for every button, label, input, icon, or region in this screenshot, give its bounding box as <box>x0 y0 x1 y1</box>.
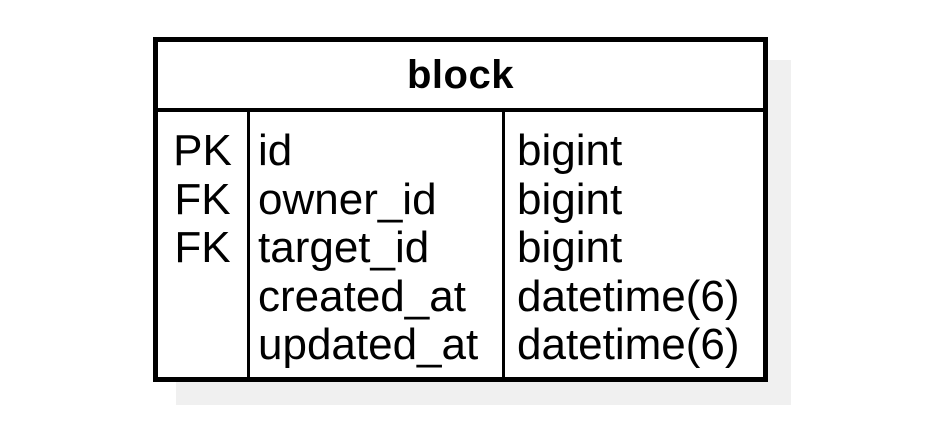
key-cell: FK <box>174 174 231 224</box>
field-name-cell: updated_at <box>258 320 479 369</box>
entity-body: PK FK FK id owner_id target_id created_a… <box>158 112 763 377</box>
field-name-cell: created_at <box>258 271 466 321</box>
entity-table-block: block PK FK FK id owner_id target_id cre… <box>153 37 768 382</box>
entity-title: block <box>158 42 763 112</box>
types-column: bigint bigint bigint datetime(6) datetim… <box>505 112 763 377</box>
key-cell <box>158 321 247 370</box>
field-name-cell: target_id <box>258 223 430 272</box>
field-type-cell: datetime(6) <box>517 271 740 321</box>
field-name-cell: owner_id <box>258 174 437 224</box>
field-type-cell: bigint <box>517 174 623 224</box>
field-type-cell: datetime(6) <box>517 320 740 369</box>
names-column: id owner_id target_id created_at updated… <box>250 112 505 377</box>
field-name-cell: id <box>258 126 293 175</box>
key-cell: FK <box>174 223 231 272</box>
field-type-cell: bigint <box>517 126 623 175</box>
keys-column: PK FK FK <box>158 112 250 377</box>
key-cell <box>158 273 247 322</box>
field-type-cell: bigint <box>517 223 623 272</box>
key-cell: PK <box>173 126 232 175</box>
